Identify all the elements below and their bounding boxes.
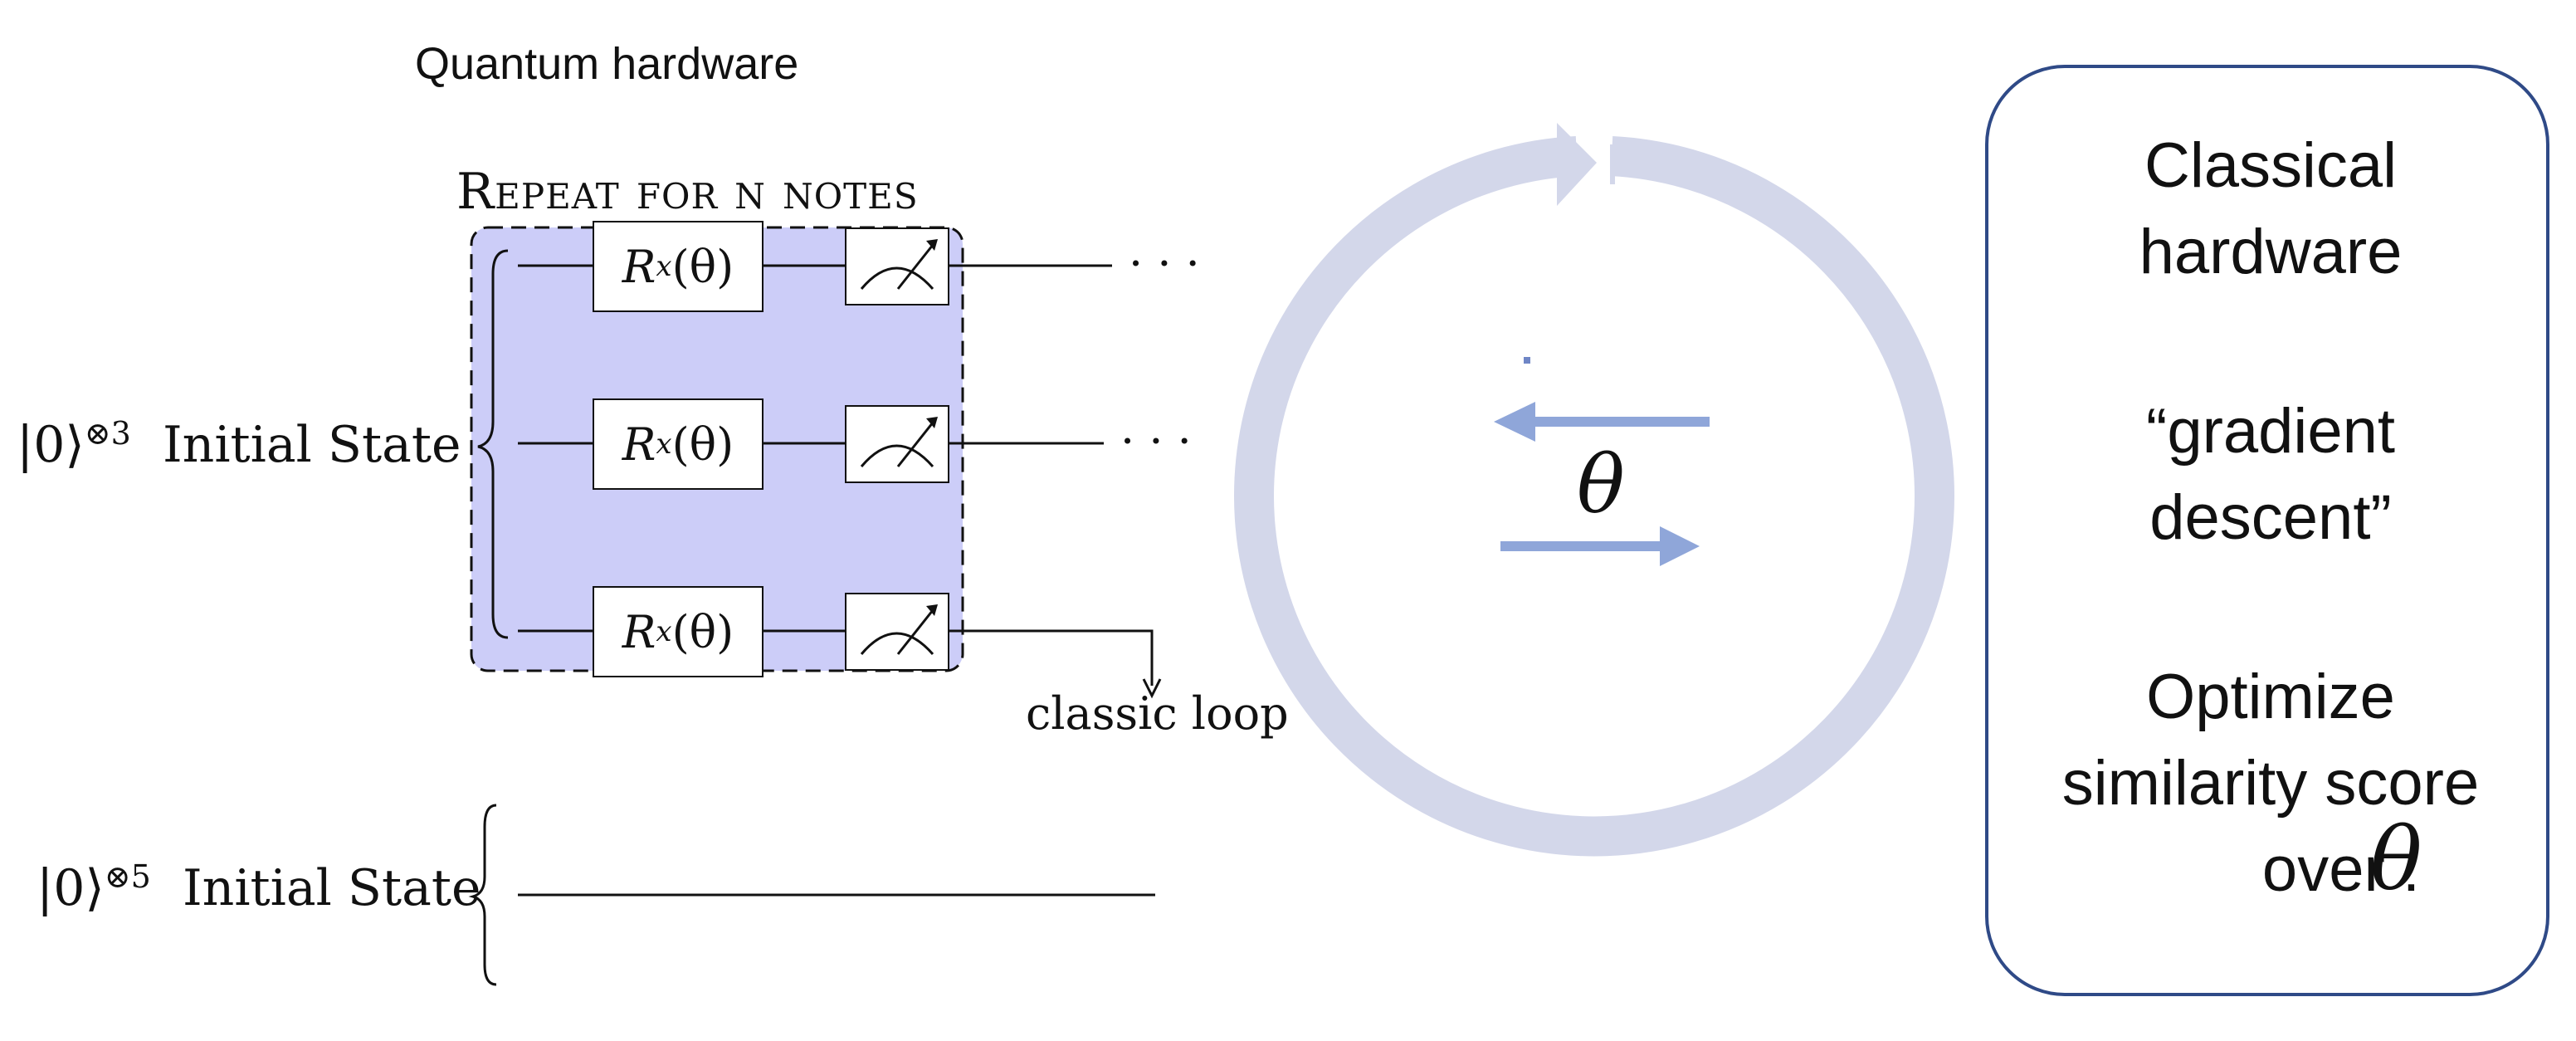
feedback-loop-gap-cap bbox=[1610, 144, 1615, 184]
register-b-name: Initial State bbox=[182, 859, 481, 917]
continuation-dots-q1: · · · bbox=[1129, 237, 1200, 290]
meter-icon bbox=[860, 239, 938, 290]
classic-loop-label: classic loop bbox=[1026, 687, 1289, 740]
continuation-dots-q2: · · · bbox=[1120, 415, 1192, 467]
method-line2: descent” bbox=[2149, 482, 2392, 553]
gate-symbol: R bbox=[622, 605, 656, 658]
register-b-label: |0⟩⊗5 Initial State bbox=[37, 858, 481, 917]
register-a-name: Initial State bbox=[162, 416, 461, 474]
gate-argument: (θ) bbox=[671, 605, 734, 658]
repeat-label: Repeat for n notes bbox=[456, 163, 919, 221]
loop-parameter-theta: θ bbox=[1577, 438, 1625, 531]
meter-icon bbox=[860, 604, 938, 655]
classical-title-line1: Classical bbox=[2144, 130, 2398, 201]
gate-subscript: x bbox=[656, 250, 672, 283]
register-a-brace bbox=[477, 249, 509, 639]
measure-meter-q2 bbox=[845, 405, 949, 483]
arrow-right-head bbox=[1660, 526, 1700, 566]
wire-q3-classic-loop bbox=[949, 629, 1154, 686]
gate-argument: (θ) bbox=[671, 418, 734, 471]
register-a-ket: |0⟩ bbox=[17, 416, 85, 474]
measure-meter-q3 bbox=[845, 593, 949, 671]
small-dot-mark bbox=[1524, 357, 1530, 364]
method-line1: “gradient bbox=[2146, 396, 2395, 467]
register-b-ket: |0⟩ bbox=[37, 859, 105, 917]
register-a-label: |0⟩⊗3 Initial State bbox=[17, 415, 461, 474]
objective-line3: over : bbox=[2261, 834, 2420, 905]
arrow-left-head bbox=[1494, 402, 1535, 442]
objective-variable-theta: θ bbox=[2370, 809, 2422, 910]
gate-subscript: x bbox=[656, 428, 672, 461]
measure-meter-q1 bbox=[845, 227, 949, 305]
objective-line2: similarity score bbox=[2061, 748, 2480, 819]
gate-symbol: R bbox=[622, 418, 656, 471]
meter-icon bbox=[860, 417, 938, 467]
feedback-loop-ring bbox=[1234, 136, 1954, 857]
register-b-power: ⊗5 bbox=[104, 858, 151, 895]
gate-argument: (θ) bbox=[671, 240, 734, 293]
feedback-loop-arrowhead bbox=[1557, 123, 1597, 206]
classical-title-line2: hardware bbox=[2139, 217, 2403, 287]
gate-subscript: x bbox=[656, 615, 672, 648]
quantum-hardware-title: Quantum hardware bbox=[415, 39, 799, 89]
objective-line1: Optimize bbox=[2146, 662, 2395, 732]
gate-symbol: R bbox=[622, 240, 656, 293]
register-a-power: ⊗3 bbox=[84, 415, 131, 452]
classic-loop-arrowhead bbox=[1142, 678, 1162, 699]
register-b-brace bbox=[468, 804, 497, 986]
classical-hardware-box: Classical hardware “gradient descent” Op… bbox=[1985, 65, 2549, 996]
